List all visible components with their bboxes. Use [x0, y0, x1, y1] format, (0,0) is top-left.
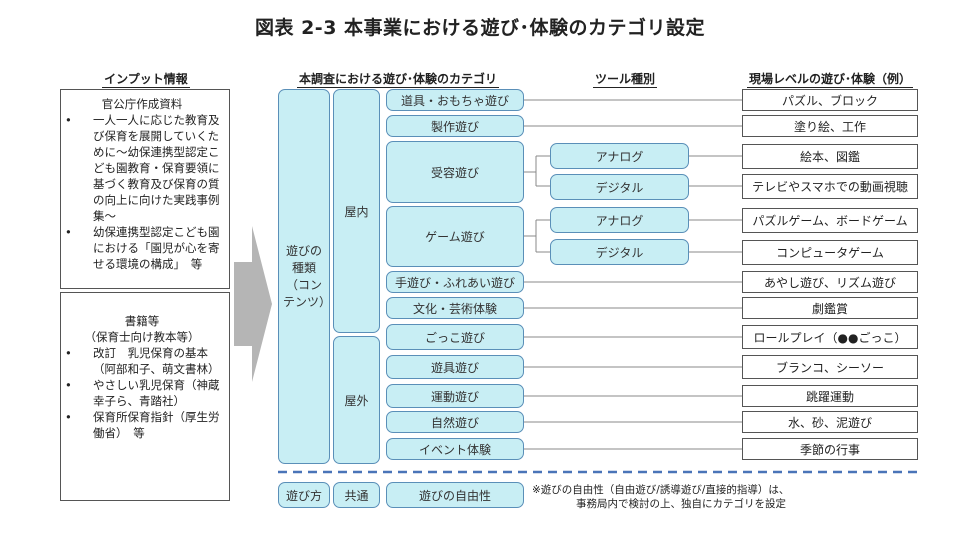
- input-books-item: やさしい乳児保育（神蔵幸子ら、青踏社）: [65, 377, 223, 409]
- input-books-subheading: （保育士向け教本等）: [84, 330, 200, 344]
- category-box: ごっこ遊び: [386, 324, 524, 350]
- input-books-heading: 書籍等: [124, 314, 160, 328]
- tool-box: デジタル: [550, 239, 689, 265]
- play-style-box: 遊び方: [278, 482, 330, 508]
- category-box: 遊具遊び: [386, 355, 524, 379]
- input-gov-item: 一人一人に応じた教育及び保育を展開していくために～幼保連携型認定こども園教育・保…: [65, 112, 223, 224]
- category-box: 運動遊び: [386, 384, 524, 408]
- input-books: 書籍等 （保育士向け教本等） 改訂 乳児保育の基本（阿部和子、萌文書林） やさし…: [60, 292, 230, 501]
- header-examples: 現場レベルの遊び･体験（例）: [746, 72, 913, 88]
- category-box: 受容遊び: [386, 141, 524, 203]
- page-title: 図表 2-3 本事業における遊び･体験のカテゴリ設定: [254, 17, 706, 39]
- header-category: 本調査における遊び･体験のカテゴリ: [296, 72, 499, 88]
- common-box: 共通: [333, 482, 380, 508]
- example-box: 水、砂、泥遊び: [742, 411, 918, 433]
- example-box: ブランコ、シーソー: [742, 355, 918, 379]
- input-books-item: 改訂 乳児保育の基本（阿部和子、萌文書林）: [65, 345, 223, 377]
- category-box: 自然遊び: [386, 411, 524, 433]
- tool-box: アナログ: [550, 143, 689, 169]
- play-freedom-box: 遊びの自由性: [386, 482, 524, 508]
- example-box: パズル、ブロック: [742, 89, 918, 111]
- example-box: 跳躍運動: [742, 385, 918, 407]
- input-gov-documents: 官公庁作成資料 一人一人に応じた教育及び保育を展開していくために～幼保連携型認定…: [60, 89, 230, 289]
- category-box: 文化・芸術体験: [386, 297, 524, 319]
- indoor-box: 屋内: [333, 89, 380, 333]
- category-root-box: 遊びの種類（コンテンツ）: [278, 89, 332, 464]
- example-box: 絵本、図鑑: [742, 144, 918, 169]
- input-gov-heading: 官公庁作成資料: [101, 97, 183, 111]
- outdoor-box: 屋外: [333, 336, 380, 464]
- tool-box: デジタル: [550, 174, 689, 200]
- example-box: 劇鑑賞: [742, 297, 918, 319]
- example-box: パズルゲーム、ボードゲーム: [742, 208, 918, 233]
- category-box: 手遊び・ふれあい遊び: [386, 271, 524, 293]
- example-box: あやし遊び、リズム遊び: [742, 271, 918, 293]
- example-box: 季節の行事: [742, 438, 918, 460]
- example-box: 塗り絵、工作: [742, 115, 918, 137]
- footnote-line-2: 事務局内で検討の上、独自にカテゴリを設定: [576, 498, 786, 510]
- footnote-line-1: ※遊びの自由性（自由遊び/誘導遊び/直接的指導）は、: [532, 484, 790, 496]
- tool-box: アナログ: [550, 207, 689, 233]
- input-books-item: 保育所保育指針（厚生労働省） 等: [65, 409, 223, 441]
- footnote: ※遊びの自由性（自由遊び/誘導遊び/直接的指導）は、 事務局内で検討の上、独自に…: [532, 483, 832, 511]
- header-input: インプット情報: [102, 72, 190, 88]
- example-box: コンピュータゲーム: [742, 240, 918, 265]
- input-gov-item: 幼保連携型認定こども園における「園児が心を寄せる環境の構成」 等: [65, 224, 223, 272]
- example-box: ロールプレイ（●●ごっこ）: [742, 325, 918, 349]
- big-arrow-icon: [234, 226, 272, 382]
- category-box: ゲーム遊び: [386, 206, 524, 267]
- category-root-label: 遊びの種類（コンテンツ）: [283, 243, 332, 309]
- category-box: イベント体験: [386, 438, 524, 460]
- header-tool: ツール種別: [592, 72, 657, 88]
- example-box: テレビやスマホでの動画視聴: [742, 174, 918, 199]
- category-box: 道具・おもちゃ遊び: [386, 89, 524, 111]
- category-box: 製作遊び: [386, 115, 524, 137]
